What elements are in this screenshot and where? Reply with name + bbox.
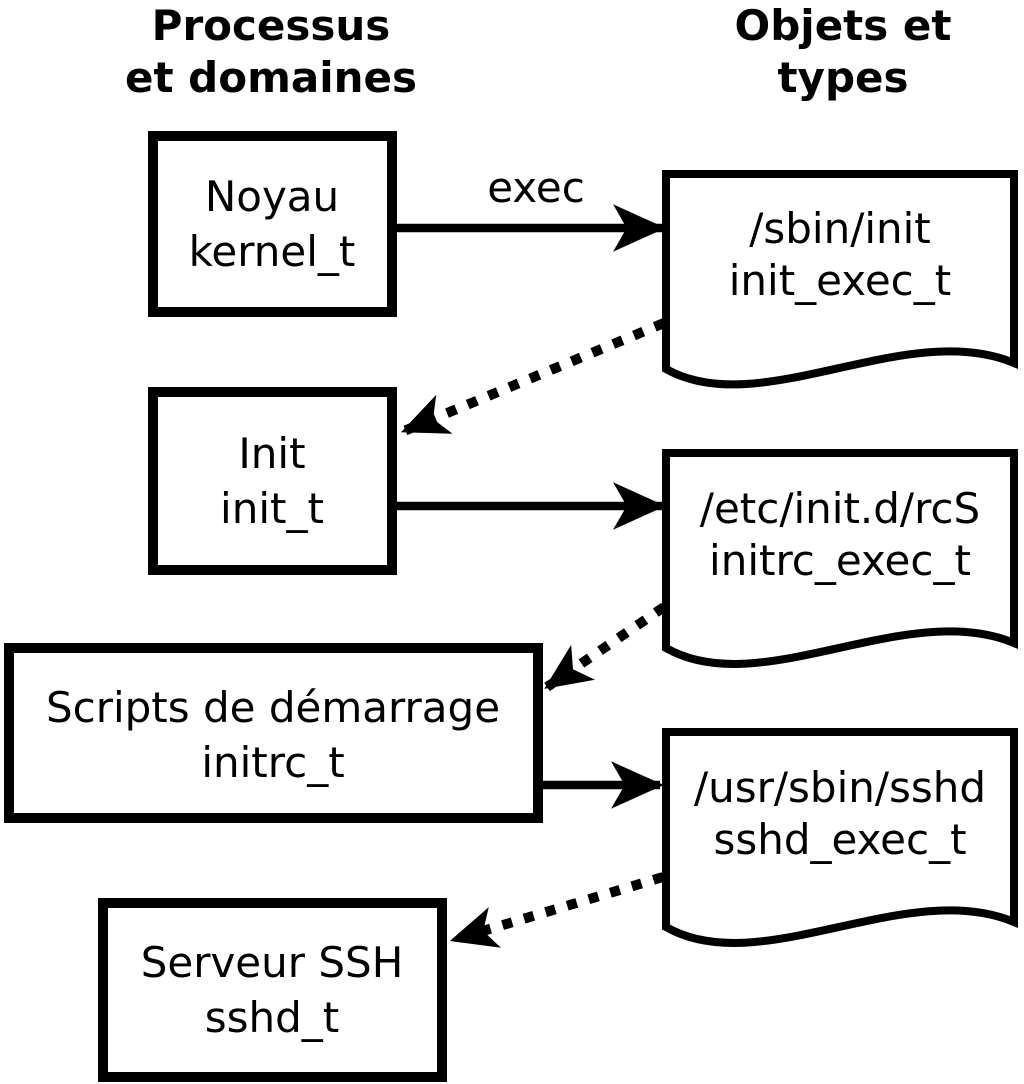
process-box-sshd-label: Serveur SSH bbox=[141, 938, 404, 987]
process-box-initrc-domain: initrc_t bbox=[201, 738, 344, 787]
process-box-init-shape bbox=[148, 387, 397, 575]
process-box-sshd: Serveur SSH sshd_t bbox=[98, 898, 447, 1082]
transition-arrow-to-init-t bbox=[400, 318, 666, 436]
header-objects-line2: types bbox=[777, 53, 908, 102]
document-sbin-init-shape bbox=[662, 170, 1018, 389]
process-box-initrc: Scripts de démarrage initrc_t bbox=[4, 643, 543, 823]
process-box-init: Init init_t bbox=[148, 387, 397, 575]
column-header-processes: Processus et domaines bbox=[125, 1, 417, 102]
document-sbin-init-type: init_exec_t bbox=[729, 256, 952, 305]
process-box-sshd-shape bbox=[98, 898, 447, 1082]
transition-arrow-to-sshd-t bbox=[449, 872, 665, 948]
document-usr-sbin-sshd-type: sshd_exec_t bbox=[713, 815, 966, 864]
document-etc-initd-rcS-type: initrc_exec_t bbox=[709, 536, 971, 585]
process-box-kernel-shape bbox=[148, 131, 397, 317]
exec-arrow-label: exec bbox=[487, 163, 585, 212]
document-sbin-init: /sbin/init init_exec_t bbox=[662, 170, 1018, 389]
transition-arrow-to-initrc-t bbox=[544, 602, 667, 692]
header-processes-line2: et domaines bbox=[125, 53, 417, 102]
process-box-initrc-label: Scripts de démarrage bbox=[46, 683, 500, 732]
process-box-kernel-label: Noyau bbox=[205, 172, 339, 221]
document-sbin-init-path: /sbin/init bbox=[749, 204, 931, 253]
document-usr-sbin-sshd-shape bbox=[662, 728, 1018, 947]
process-box-init-domain: init_t bbox=[220, 484, 324, 533]
process-box-initrc-shape bbox=[4, 643, 543, 823]
document-etc-initd-rcS-shape bbox=[662, 449, 1018, 668]
process-box-sshd-domain: sshd_t bbox=[205, 993, 340, 1042]
header-processes-line1: Processus bbox=[152, 1, 391, 50]
document-usr-sbin-sshd-path: /usr/sbin/sshd bbox=[694, 763, 986, 812]
process-box-kernel-domain: kernel_t bbox=[189, 227, 356, 276]
header-objects-line1: Objets et bbox=[735, 1, 952, 50]
process-box-init-label: Init bbox=[238, 429, 305, 478]
process-box-kernel: Noyau kernel_t bbox=[148, 131, 397, 317]
document-etc-initd-rcS-path: /etc/init.d/rcS bbox=[700, 484, 980, 533]
column-header-objects: Objets et types bbox=[735, 1, 952, 102]
document-etc-initd-rcS: /etc/init.d/rcS initrc_exec_t bbox=[662, 449, 1018, 668]
document-usr-sbin-sshd: /usr/sbin/sshd sshd_exec_t bbox=[662, 728, 1018, 947]
